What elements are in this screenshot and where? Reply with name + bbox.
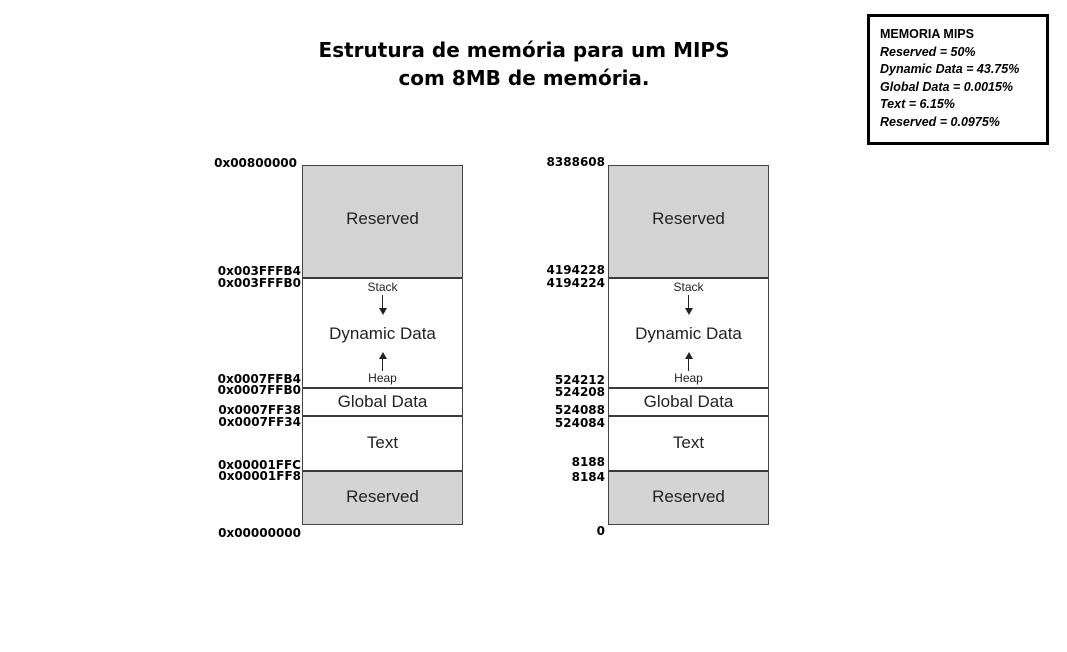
segment-label-reserved-bottom: Reserved	[652, 487, 725, 506]
stack-label: Stack	[367, 280, 398, 294]
dec-address-6: 524084	[554, 416, 605, 430]
segment-label-reserved-top: Reserved	[652, 209, 725, 228]
segment-reserved-top: Reserved	[609, 166, 768, 277]
segment-label-global-data: Global Data	[337, 392, 428, 411]
segment-reserved-top: Reserved	[303, 166, 462, 277]
segment-global-data: Global Data	[303, 387, 462, 415]
hex-address-5: 0x0007FF38	[218, 403, 301, 417]
dec-address-5: 524088	[554, 403, 605, 417]
dec-address-0: 8388608	[546, 155, 605, 169]
legend-item-reserved-bottom: Reserved = 0.0975%	[880, 114, 1000, 129]
dec-address-4: 524208	[554, 385, 605, 399]
legend-item-text: Text = 6.15%	[880, 97, 955, 111]
heap-label: Heap	[674, 371, 703, 385]
legend-item-reserved-top: Reserved = 50%	[880, 44, 976, 59]
legend-heading: MEMORIA MIPS	[880, 27, 974, 41]
memory-map-decimal: Reserved Stack Dynamic Data Heap Global …	[608, 165, 769, 525]
legend-item-global-data: Global Data = 0.0015%	[880, 79, 1014, 94]
dec-address-7: 8188	[571, 455, 605, 469]
hex-address-7: 0x00001FFC	[217, 458, 301, 472]
hex-address-9: 0x00000000	[218, 526, 301, 540]
memory-map-hex: Reserved Stack Dynamic Data Heap Global …	[302, 165, 463, 525]
hex-address-6: 0x0007FF34	[218, 415, 301, 429]
legend-item-dynamic-data: Dynamic Data = 43.75%	[880, 62, 1020, 76]
dec-address-1: 4194228	[546, 263, 605, 277]
segment-label-dynamic-data: Dynamic Data	[329, 324, 436, 343]
segment-label-text: Text	[366, 433, 399, 452]
hex-address-4: 0x0007FFB0	[217, 383, 301, 397]
title-line-2: com 8MB de memória.	[398, 66, 650, 90]
hex-address-8: 0x00001FF8	[218, 469, 301, 483]
segment-global-data: Global Data	[609, 387, 768, 415]
hex-address-0: 0x00800000	[214, 156, 297, 170]
segment-reserved-bottom: Reserved	[609, 470, 768, 524]
hex-address-2: 0x003FFFB0	[217, 276, 301, 290]
segment-label-dynamic-data: Dynamic Data	[635, 324, 742, 343]
segment-text: Text	[609, 415, 768, 470]
segment-dynamic-data: Stack Dynamic Data Heap	[303, 277, 462, 387]
heap-label: Heap	[368, 371, 397, 385]
hex-address-1: 0x003FFFB4	[217, 264, 301, 278]
segment-label-text: Text	[672, 433, 705, 452]
hex-address-3: 0x0007FFB4	[217, 372, 301, 386]
segment-label-global-data: Global Data	[643, 392, 734, 411]
segment-reserved-bottom: Reserved	[303, 470, 462, 524]
dec-address-3: 524212	[554, 373, 605, 387]
segment-dynamic-data: Stack Dynamic Data Heap	[609, 277, 768, 387]
dec-address-9: 0	[596, 524, 605, 538]
segment-label-reserved-bottom: Reserved	[346, 487, 419, 506]
dec-address-8: 8184	[571, 470, 605, 484]
legend-box: MEMORIA MIPS Reserved = 50% Dynamic Data…	[867, 14, 1049, 145]
segment-label-reserved-top: Reserved	[346, 209, 419, 228]
title-line-1: Estrutura de memória para um MIPS	[318, 38, 730, 62]
segment-text: Text	[303, 415, 462, 470]
diagram-title: Estrutura de memória para um MIPS com 8M…	[300, 36, 748, 92]
dec-address-2: 4194224	[546, 276, 605, 290]
stack-label: Stack	[673, 280, 704, 294]
